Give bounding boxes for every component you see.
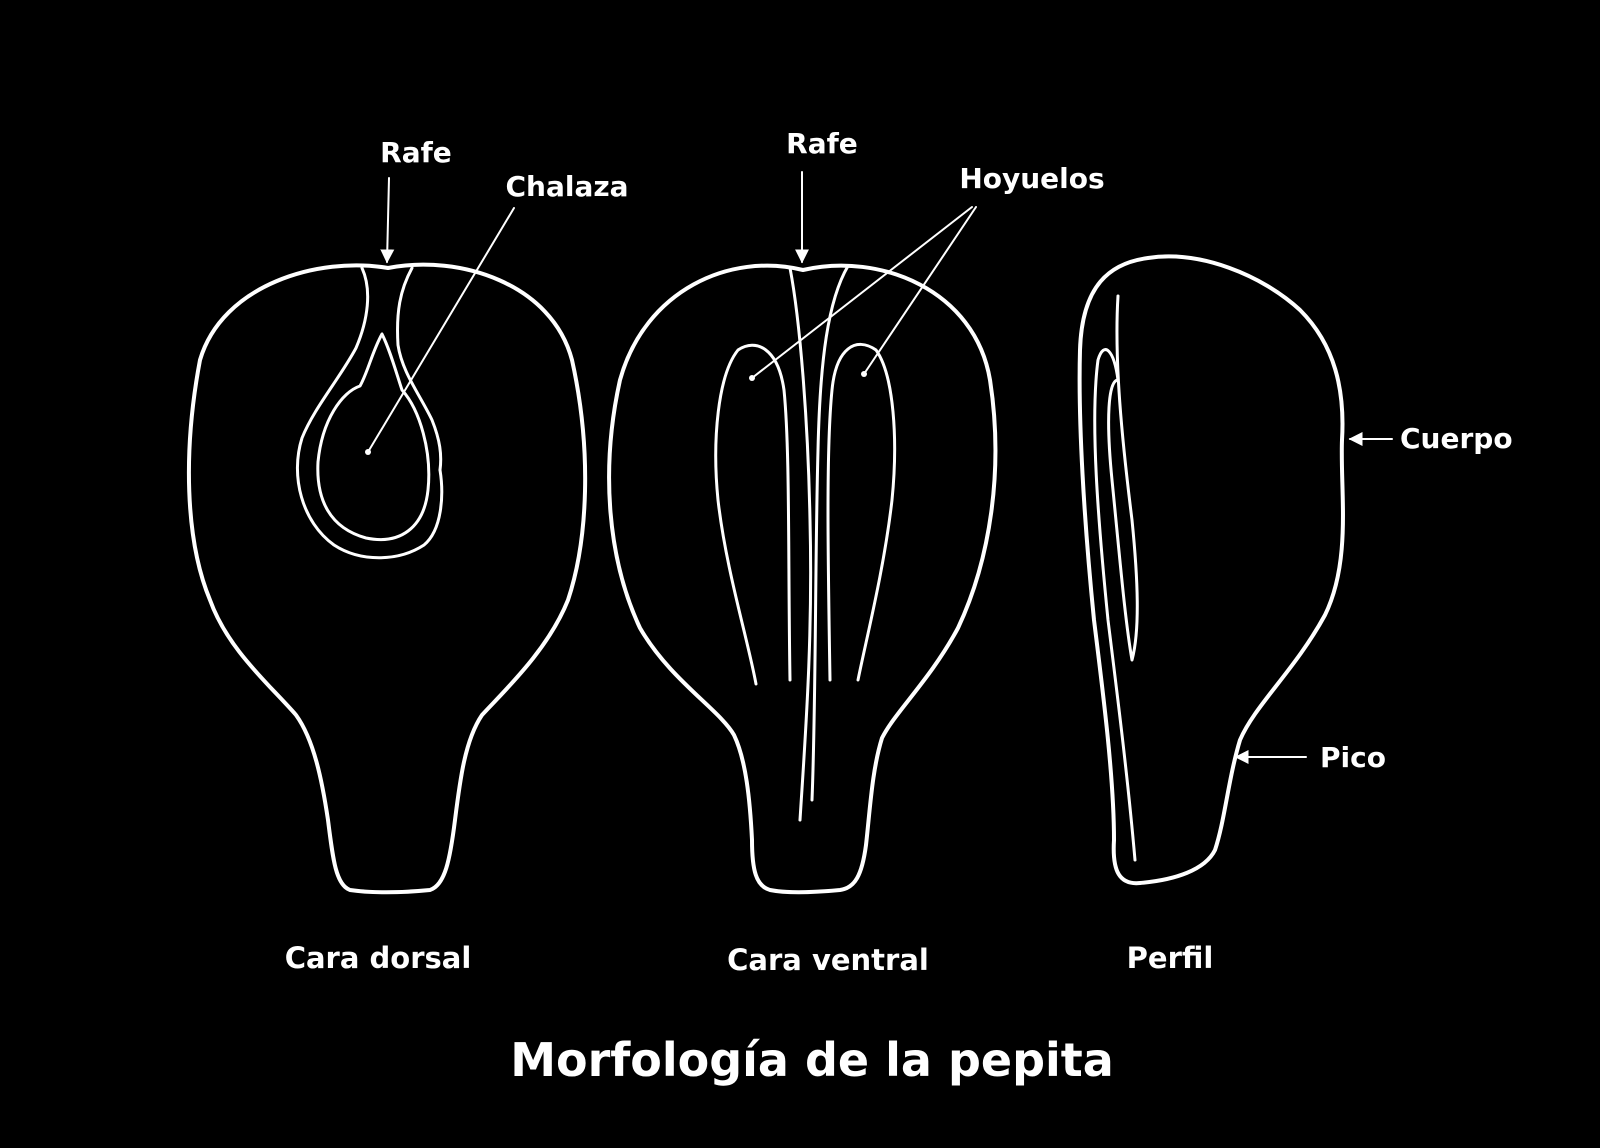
dorsal-caption: Cara dorsal — [285, 941, 472, 975]
ventral-hoyuelos-leader-left — [751, 206, 973, 379]
ventral-rafe-label: Rafe — [786, 127, 858, 160]
ventral-raphe-left — [788, 266, 813, 822]
profile-ridge-outer — [1093, 348, 1137, 862]
ventral-hoyuelo-point-left — [749, 375, 755, 381]
ventral-raphe-right — [810, 264, 850, 802]
dorsal-chalaza-label: Chalaza — [505, 170, 628, 203]
ventral-left-fossette — [714, 343, 792, 686]
ventral-seed-outline — [607, 263, 998, 895]
dorsal-view: Rafe Chalaza Cara dorsal — [186, 136, 629, 975]
dorsal-seed-outline — [186, 262, 588, 895]
profile-pico-label: Pico — [1320, 741, 1386, 774]
profile-seed-outline — [1077, 254, 1345, 886]
profile-ridge-inner — [1107, 294, 1139, 662]
dorsal-chalaza-point — [365, 449, 371, 455]
dorsal-raphe-left — [295, 266, 444, 560]
ventral-hoyuelo-point-right — [861, 371, 867, 377]
ventral-right-fossette — [826, 343, 897, 682]
dorsal-chalaza-leader — [367, 207, 515, 453]
dorsal-rafe-label: Rafe — [380, 136, 452, 169]
ventral-caption: Cara ventral — [727, 943, 929, 977]
ventral-hoyuelos-leader-right — [863, 206, 977, 375]
profile-view: Cuerpo Pico Perfil — [1077, 254, 1513, 975]
ventral-view: Rafe Hoyuelos Cara ventral — [607, 127, 1105, 977]
profile-caption: Perfil — [1127, 941, 1214, 975]
profile-cuerpo-label: Cuerpo — [1400, 422, 1513, 455]
dorsal-raphe-right — [396, 266, 443, 472]
diagram-title: Morfología de la pepita — [510, 1033, 1114, 1087]
dorsal-chalaza-outline — [316, 332, 431, 541]
ventral-hoyuelos-label: Hoyuelos — [959, 162, 1104, 195]
dorsal-rafe-arrow — [380, 177, 395, 264]
